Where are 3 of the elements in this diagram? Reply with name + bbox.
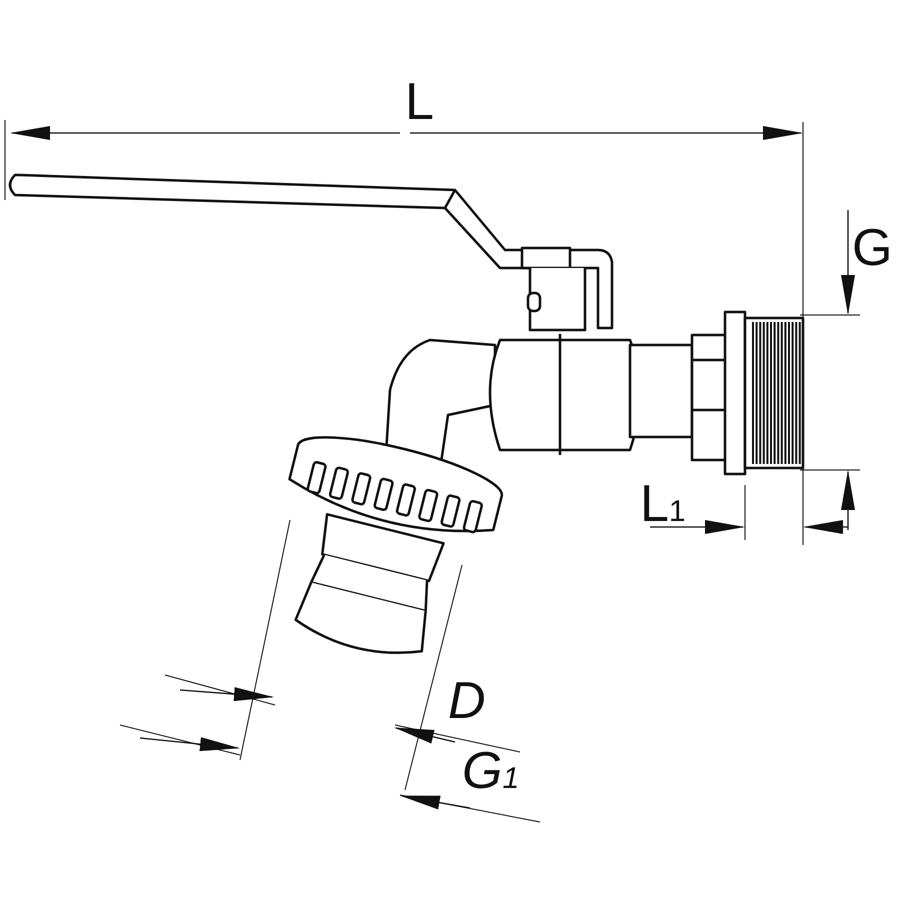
dimension-label: L — [405, 76, 434, 128]
dimension-label: D — [448, 675, 486, 727]
dimension-label: G — [852, 222, 892, 274]
